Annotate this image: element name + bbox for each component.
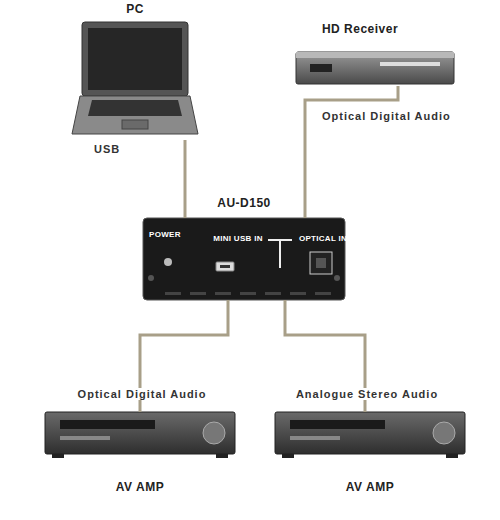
vent bbox=[240, 292, 256, 295]
power-led bbox=[164, 258, 172, 266]
converter-drawing bbox=[143, 218, 345, 300]
mini-usb-port bbox=[216, 262, 234, 271]
optical-port bbox=[310, 252, 332, 274]
vent bbox=[290, 292, 306, 295]
device-heading: AU-D150 bbox=[143, 196, 345, 210]
signal-label: Analogue Stereo Audio bbox=[283, 388, 451, 400]
signal-cable bbox=[305, 86, 398, 218]
optical-slot bbox=[316, 258, 326, 268]
amp-buttons bbox=[60, 436, 110, 440]
signal-label: Optical Digital Audio bbox=[320, 110, 453, 122]
receiver-node: HD Receiver bbox=[295, 50, 455, 86]
vent bbox=[265, 292, 281, 295]
device-heading: AV AMP bbox=[45, 480, 235, 494]
amp-drawing bbox=[275, 412, 465, 458]
vent bbox=[315, 292, 331, 295]
amp-node: AV AMP bbox=[45, 412, 235, 456]
screw bbox=[334, 275, 340, 281]
amp-buttons bbox=[290, 436, 340, 440]
amp-display bbox=[60, 420, 155, 429]
panel-label: OPTICAL IN bbox=[295, 234, 351, 243]
vent bbox=[190, 292, 206, 295]
panel-label: MINI USB IN bbox=[203, 234, 273, 243]
amp-drawing bbox=[45, 412, 235, 458]
panel-label: POWER bbox=[149, 230, 199, 239]
amp-knob bbox=[433, 422, 455, 444]
vent bbox=[165, 292, 181, 295]
amp-foot bbox=[216, 454, 228, 458]
signal-label: USB bbox=[92, 143, 122, 155]
laptop-touchpad bbox=[122, 120, 148, 129]
receiver-display bbox=[310, 64, 332, 72]
amp-foot bbox=[282, 454, 294, 458]
device-heading: HD Receiver bbox=[295, 22, 425, 36]
device-heading: PC bbox=[75, 2, 195, 16]
laptop-screen bbox=[88, 28, 182, 90]
laptop-drawing bbox=[72, 22, 198, 134]
vent bbox=[215, 292, 231, 295]
signal-label: Optical Digital Audio bbox=[58, 388, 226, 400]
amp-node: AV AMP bbox=[275, 412, 465, 456]
converter-body bbox=[143, 218, 345, 300]
amp-knob bbox=[203, 422, 225, 444]
amp-body bbox=[45, 412, 235, 454]
laptop-keyboard bbox=[88, 100, 182, 116]
amp-foot bbox=[52, 454, 64, 458]
divider-mark bbox=[268, 240, 292, 268]
amp-body bbox=[275, 412, 465, 454]
mini-usb-slot bbox=[220, 265, 230, 268]
laptop-lid bbox=[82, 22, 188, 96]
amp-foot bbox=[446, 454, 458, 458]
vent-slots bbox=[165, 292, 331, 295]
receiver-body bbox=[296, 52, 454, 84]
laptop-node: PC bbox=[75, 22, 195, 140]
receiver-drawing bbox=[296, 52, 454, 84]
receiver-slot bbox=[380, 62, 440, 66]
device-heading: AV AMP bbox=[275, 480, 465, 494]
receiver-top bbox=[296, 52, 454, 58]
converter-node: AU-D150POWERMINI USB INOPTICAL IN bbox=[143, 218, 345, 300]
screw bbox=[148, 275, 154, 281]
laptop-base bbox=[72, 96, 198, 134]
amp-display bbox=[290, 420, 385, 429]
signal-cable bbox=[184, 140, 187, 218]
